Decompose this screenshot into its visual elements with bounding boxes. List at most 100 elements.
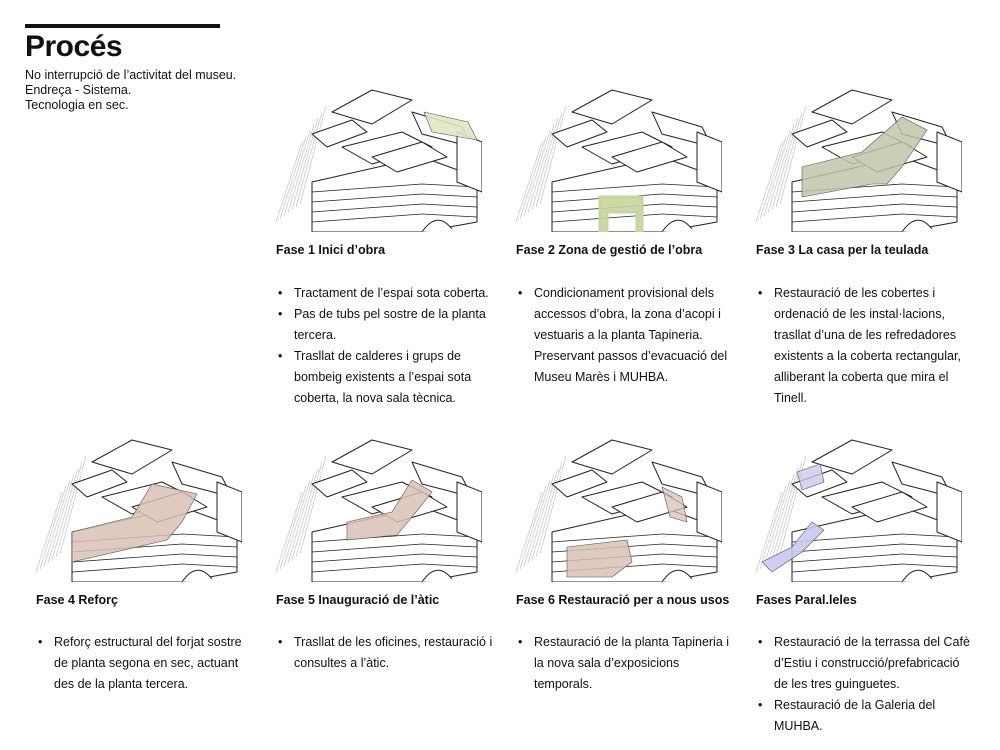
building-axonometric-svg	[755, 89, 962, 232]
side-wall-line	[759, 485, 787, 570]
side-wall-line	[287, 473, 315, 564]
bullet-item: Restauració de les cobertes i ordenació …	[758, 283, 973, 409]
side-wall-line	[523, 129, 551, 217]
upper-block	[821, 481, 913, 515]
floor-line	[551, 203, 718, 213]
tower-block	[936, 481, 962, 543]
floor-line	[311, 183, 478, 193]
side-wall-line	[35, 491, 63, 573]
side-wall-line	[755, 491, 783, 573]
phase-2-axonometric-drawing	[512, 72, 722, 232]
building-axonometric-svg	[275, 439, 482, 582]
roof-block	[811, 439, 893, 475]
upper-block	[581, 131, 673, 165]
floor-line	[71, 563, 238, 573]
floor-line	[311, 213, 478, 223]
side-wall-line	[535, 111, 563, 208]
tower-block	[456, 131, 482, 193]
phase-2-bullets: Condicionament provisional dels accessos…	[518, 283, 733, 388]
roof-ridge	[551, 119, 608, 148]
roof-block	[811, 89, 893, 125]
bullet-item: Condicionament provisional dels accessos…	[518, 283, 733, 388]
side-wall-line	[763, 129, 791, 217]
bullet-item: Trasllat de les oficines, restauració i …	[278, 632, 493, 674]
roof-block	[331, 89, 413, 125]
phase-3-axonometric-drawing	[752, 72, 962, 232]
arch	[901, 219, 933, 232]
floor-line	[311, 203, 478, 213]
side-wall-line	[767, 123, 795, 214]
building-axonometric-svg	[515, 439, 722, 582]
phase-2-title: Fase 2 Zona de gestió de l’obra	[516, 243, 703, 257]
arch	[661, 219, 693, 232]
highlight-zone	[566, 539, 633, 578]
side-wall-line	[299, 105, 327, 205]
floor-line	[791, 213, 958, 223]
building-axonometric-svg	[35, 439, 242, 582]
phase-1-axonometric-drawing	[272, 72, 482, 232]
arch	[181, 569, 213, 582]
floor-line	[551, 193, 718, 203]
intro-line: Tecnologia en sec.	[25, 98, 129, 112]
side-wall-line	[535, 461, 563, 558]
roof-block	[91, 439, 173, 475]
highlight-zone	[423, 111, 478, 141]
upper-block	[341, 131, 433, 165]
floor-line	[791, 553, 958, 563]
title-rule	[25, 24, 220, 28]
floor-line	[791, 563, 958, 573]
side-wall-line	[55, 461, 83, 558]
terrace-block	[371, 141, 448, 173]
phase-5-title: Fase 5 Inauguració de l’àtic	[276, 593, 440, 607]
side-wall-line	[519, 485, 547, 570]
floor-line	[71, 553, 238, 563]
highlight-zone	[71, 483, 198, 563]
phase-1-bullets: Tractament de l’espai sota coberta. Pas …	[278, 283, 493, 409]
roof-ridge	[551, 469, 608, 498]
intro-line: Endreça - Sistema.	[25, 83, 132, 97]
bullet-item: Reforç estructural del forjat sostre de …	[38, 632, 253, 695]
side-wall-line	[527, 473, 555, 564]
highlight-zone	[598, 195, 644, 232]
side-wall-line	[275, 491, 303, 573]
side-wall-line	[539, 105, 567, 205]
side-wall-line	[515, 141, 543, 223]
floor-line	[791, 193, 958, 203]
arch	[901, 569, 933, 582]
floor-line	[551, 533, 718, 543]
highlight-zone	[796, 463, 825, 491]
highlight-zone	[661, 486, 688, 523]
side-wall-line	[759, 135, 787, 220]
side-wall-line	[43, 479, 71, 567]
side-wall-line	[767, 473, 795, 564]
side-wall-line	[39, 485, 67, 570]
highlight-zone	[346, 479, 433, 541]
roof-ridge	[791, 119, 848, 148]
building-axonometric-svg	[275, 89, 482, 232]
tower-block	[216, 481, 242, 543]
highlight-zone	[761, 521, 825, 573]
intro-line: No interrupció de l’activitat del museu.	[25, 68, 237, 82]
tower-block	[456, 481, 482, 543]
arch	[661, 569, 693, 582]
terrace-block	[851, 491, 928, 523]
roof-block	[571, 439, 653, 475]
bullet-item: Restauració de la Galeria del MUHBA.	[758, 695, 973, 737]
bullet-item: Tractament de l’espai sota coberta.	[278, 283, 493, 304]
side-wall-line	[539, 455, 567, 555]
roof-block	[571, 89, 653, 125]
arch	[421, 569, 453, 582]
floor-line	[551, 183, 718, 193]
roof-ridge	[311, 119, 368, 148]
phase-5-axonometric-drawing	[272, 422, 482, 582]
floor-line	[311, 563, 478, 573]
side-wall-line	[295, 111, 323, 208]
building-axonometric-svg	[515, 89, 722, 232]
phase-4-title: Fase 4 Reforç	[36, 593, 118, 607]
floor-line	[311, 543, 478, 553]
side-wall-line	[523, 479, 551, 567]
phase-5-bullets: Trasllat de les oficines, restauració i …	[278, 632, 493, 674]
roof-ridge	[71, 469, 128, 498]
intro-text: No interrupció de l’activitat del museu.…	[25, 68, 236, 113]
side-wall-line	[47, 473, 75, 564]
